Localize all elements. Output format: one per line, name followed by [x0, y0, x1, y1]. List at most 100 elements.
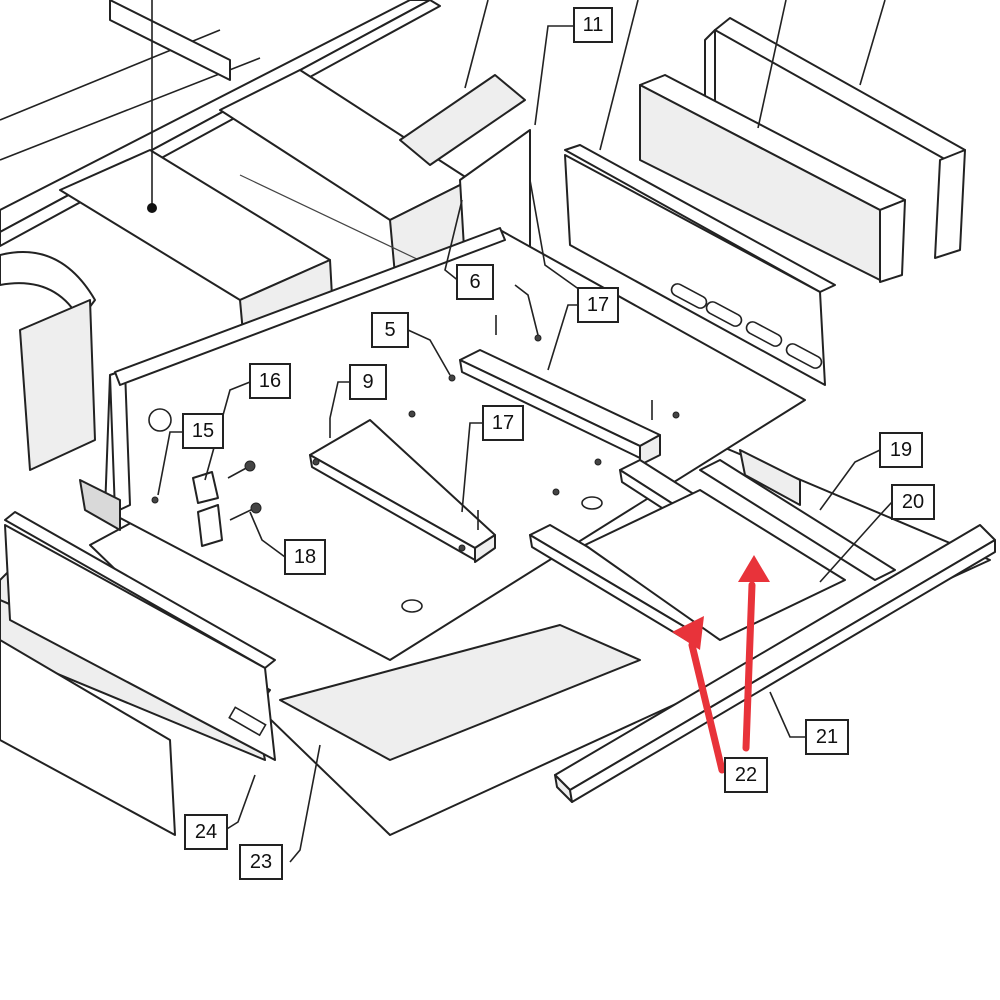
bracket-17-upper	[459, 349, 661, 466]
leader-5	[407, 329, 451, 376]
highlight-arrow-right-head	[738, 555, 770, 582]
callout-6-label: 6	[469, 271, 480, 293]
bracket-17-upper-face	[459, 359, 641, 459]
callout-20: 20	[891, 484, 935, 520]
rail-21-face	[569, 539, 996, 803]
rail-19-block	[739, 449, 801, 506]
floor-tray-back-lip	[114, 227, 506, 386]
leader-9	[329, 381, 350, 419]
fastener-6b	[534, 334, 542, 342]
callout-15: 15	[182, 413, 224, 449]
fastener-h	[672, 411, 680, 419]
leader-6a	[444, 199, 463, 283]
callout-22-label: 22	[735, 764, 757, 786]
fastener-9b	[312, 458, 320, 466]
callout-24: 24	[184, 814, 228, 850]
right-insulation-block	[639, 74, 906, 283]
highlight-arrows	[672, 555, 770, 774]
callout-15-label: 15	[192, 420, 214, 442]
plate-20	[584, 489, 846, 641]
screw-head-18a	[244, 460, 256, 472]
leader-21	[769, 691, 806, 738]
insulation-block-end	[879, 199, 906, 283]
panel-slot-4	[785, 343, 823, 369]
fastener-e	[552, 488, 560, 496]
screw-head-18b	[250, 502, 262, 514]
front-lower-panel	[0, 639, 176, 836]
fastener-5	[448, 374, 456, 382]
base-insulation	[279, 624, 641, 761]
bracket-17-lower-end	[474, 534, 496, 563]
callout-6: 6	[456, 264, 494, 300]
front-panel-top-edge	[4, 511, 276, 669]
leader-top-b	[599, 0, 639, 151]
callout-11-label: 11	[583, 14, 604, 36]
fastener-f	[594, 458, 602, 466]
leader-top-d	[859, 0, 886, 86]
leader-top-a	[464, 0, 489, 89]
callout-11: 11	[573, 7, 613, 43]
callout-17-lower-label: 17	[492, 412, 514, 434]
rail-21	[554, 524, 996, 803]
tray-hole	[148, 408, 172, 432]
slotted-panel-lip	[564, 144, 836, 293]
panel-slot-2	[705, 301, 743, 327]
front-left-panels	[0, 511, 276, 836]
screw-18b	[229, 507, 256, 521]
rail-19-face	[699, 459, 896, 581]
reference-dot	[147, 203, 157, 213]
hardware-16-18	[192, 460, 262, 547]
leader-top-c	[757, 0, 787, 129]
highlight-arrow-left	[688, 641, 726, 774]
leader-15	[157, 431, 183, 496]
part-11-top	[399, 74, 526, 166]
callout-21-label: 21	[816, 726, 838, 748]
right-slotted-panel	[564, 144, 836, 386]
callout-21: 21	[805, 719, 849, 755]
leader-17-up	[529, 179, 581, 291]
tray-slot-a	[401, 599, 423, 613]
highlight-arrow-right	[742, 581, 756, 752]
leader-6b	[514, 284, 539, 336]
callout-22: 22	[724, 757, 768, 793]
fastener-c	[408, 410, 416, 418]
front-panel-slot	[228, 706, 267, 737]
panel-slot-1	[670, 283, 708, 309]
leader-17b	[461, 422, 483, 513]
fastener-d	[458, 544, 466, 552]
leader-18	[249, 511, 286, 558]
callout-23: 23	[239, 844, 283, 880]
frame-bracket	[109, 0, 231, 81]
callout-23-label: 23	[250, 851, 272, 873]
leader-23	[289, 744, 321, 863]
clip-16	[192, 471, 219, 504]
clip-16-lower	[197, 504, 223, 547]
leader-20	[819, 501, 893, 583]
left-insulation	[19, 299, 96, 471]
leader-16	[204, 381, 251, 481]
callout-24-label: 24	[195, 821, 217, 843]
callout-9: 9	[349, 364, 387, 400]
callout-5: 5	[371, 312, 409, 348]
panel-slot-3	[745, 321, 783, 347]
box-frame-line	[239, 174, 441, 271]
callout-18: 18	[284, 539, 326, 575]
front-panel-frame	[4, 524, 276, 761]
left-arch-frame	[0, 251, 96, 471]
tray-end-block	[79, 479, 121, 531]
leader-11	[534, 25, 574, 126]
callout-17-upper-label: 17	[587, 294, 609, 316]
callout-16: 16	[249, 363, 291, 399]
callout-9-label: 9	[362, 371, 373, 393]
callout-17-lower: 17	[482, 405, 524, 441]
bracket-17-lower	[309, 419, 496, 563]
back-panel-right	[934, 149, 966, 259]
fastener-15	[151, 496, 159, 504]
callout-5-label: 5	[384, 319, 395, 341]
callout-20-label: 20	[902, 491, 924, 513]
callout-18-label: 18	[294, 546, 316, 568]
callout-19-label: 19	[890, 439, 912, 461]
callout-16-label: 16	[259, 370, 281, 392]
